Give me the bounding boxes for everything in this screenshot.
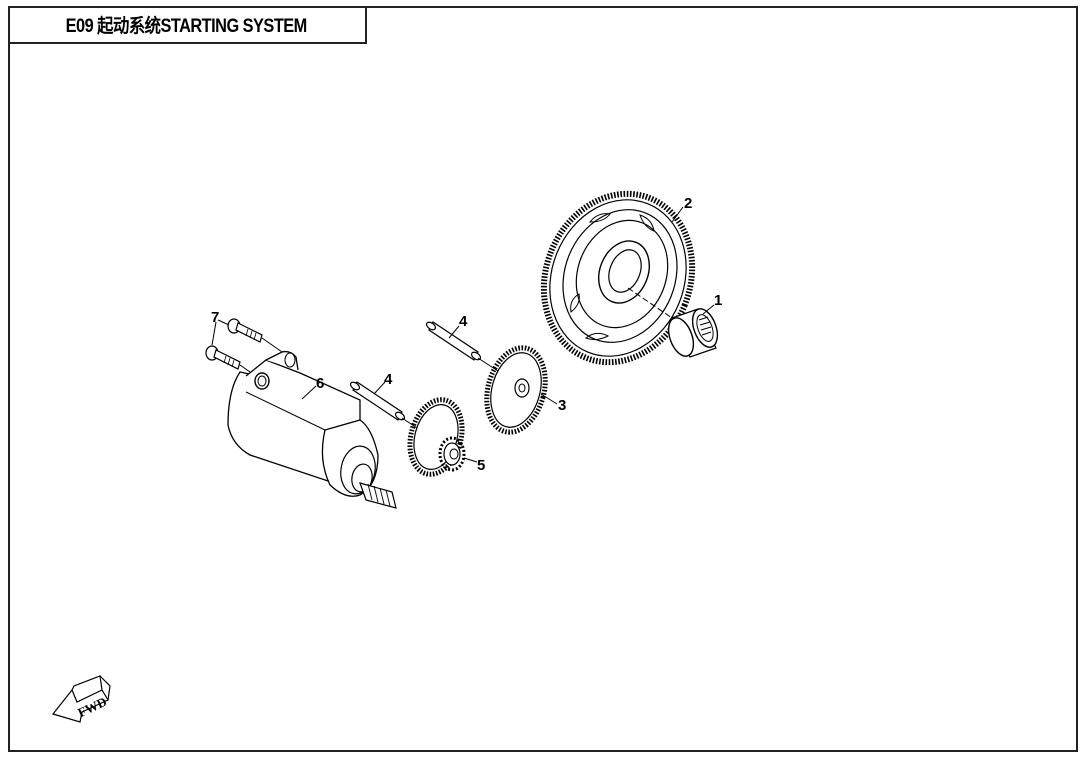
flange-bolt-part-upper [227, 318, 263, 343]
callout-7: 7 [211, 309, 219, 326]
callout-1: 1 [714, 292, 722, 309]
leader-lines [211, 206, 715, 463]
assembly-centerline [627, 287, 673, 319]
needle-bearing-part [667, 308, 719, 358]
callout-2: 2 [684, 195, 692, 212]
starter-idle-gear-part [484, 345, 548, 435]
flange-bolt-part-lower [205, 345, 241, 370]
starter-driven-gear-part [540, 190, 696, 366]
callout-4-lower: 4 [384, 371, 393, 388]
starter-motor-part [227, 350, 397, 509]
drawing-frame [8, 6, 1078, 752]
title-block: E09 起动系统STARTING SYSTEM [8, 6, 367, 44]
idle-gear-shaft-part-upper [425, 321, 482, 361]
callout-4-upper: 4 [459, 313, 468, 330]
callout-6: 6 [316, 375, 324, 392]
starter-reduction-gear-part [407, 397, 466, 477]
diagram-title: E09 起动系统STARTING SYSTEM [65, 15, 308, 37]
callout-5: 5 [477, 457, 485, 474]
callout-3: 3 [558, 397, 566, 414]
fwd-direction-arrow [51, 675, 111, 723]
fwd-label: FWD [75, 694, 109, 720]
